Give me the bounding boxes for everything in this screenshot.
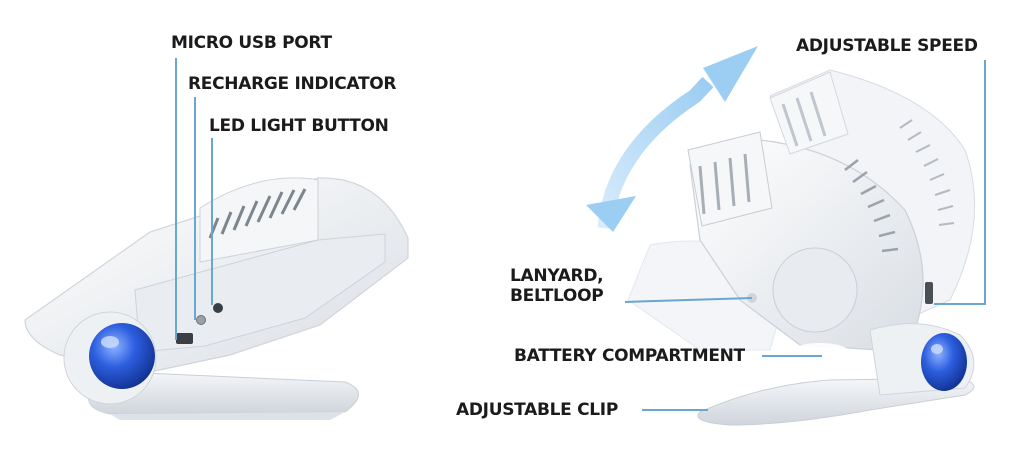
right-blue-knob	[921, 333, 967, 391]
battery-glow	[790, 343, 850, 363]
right-upper-grille-slots	[781, 91, 827, 147]
callout-line-speed	[934, 60, 986, 305]
micro-usb-port	[176, 333, 193, 344]
right-side-vent	[844, 159, 899, 253]
callout-battery-compartment: BATTERY COMPARTMENT	[514, 346, 745, 366]
callout-lanyard-beltloop: LANYARD, BELTLOOP	[510, 266, 604, 306]
left-fan	[24, 177, 409, 420]
speed-switch	[925, 282, 933, 304]
left-vent-slots	[208, 188, 307, 239]
callout-micro-usb-port: MICRO USB PORT	[171, 33, 332, 53]
led-light-button	[213, 303, 223, 313]
recharge-indicator-light	[196, 315, 206, 325]
left-base-shadow	[110, 412, 345, 420]
right-fan	[627, 69, 976, 426]
right-raised-vent	[899, 119, 955, 226]
callout-lanyard-line2: BELTLOOP	[510, 286, 604, 306]
right-knob-highlight	[931, 344, 943, 354]
callout-adjustable-speed: ADJUSTABLE SPEED	[796, 36, 978, 56]
right-grille-block	[687, 131, 773, 227]
right-upper-grille	[769, 71, 849, 155]
right-grille-slots	[698, 153, 751, 215]
callout-lanyard-line1: LANYARD,	[510, 266, 604, 286]
left-knob-highlight	[101, 336, 119, 348]
right-callout-lines	[624, 60, 986, 411]
callout-led-light-button: LED LIGHT BUTTON	[209, 116, 389, 136]
left-callout-lines	[175, 58, 213, 340]
rotation-arrowhead-bottom	[586, 196, 636, 232]
rotation-arrow	[586, 46, 758, 232]
left-blue-knob	[89, 323, 155, 389]
callout-recharge-indicator: RECHARGE INDICATOR	[188, 74, 397, 94]
callout-line-lanyard	[624, 297, 753, 303]
callout-adjustable-clip: ADJUSTABLE CLIP	[456, 400, 618, 420]
battery-cover	[772, 247, 858, 333]
rotation-arrowhead-top	[703, 46, 758, 102]
